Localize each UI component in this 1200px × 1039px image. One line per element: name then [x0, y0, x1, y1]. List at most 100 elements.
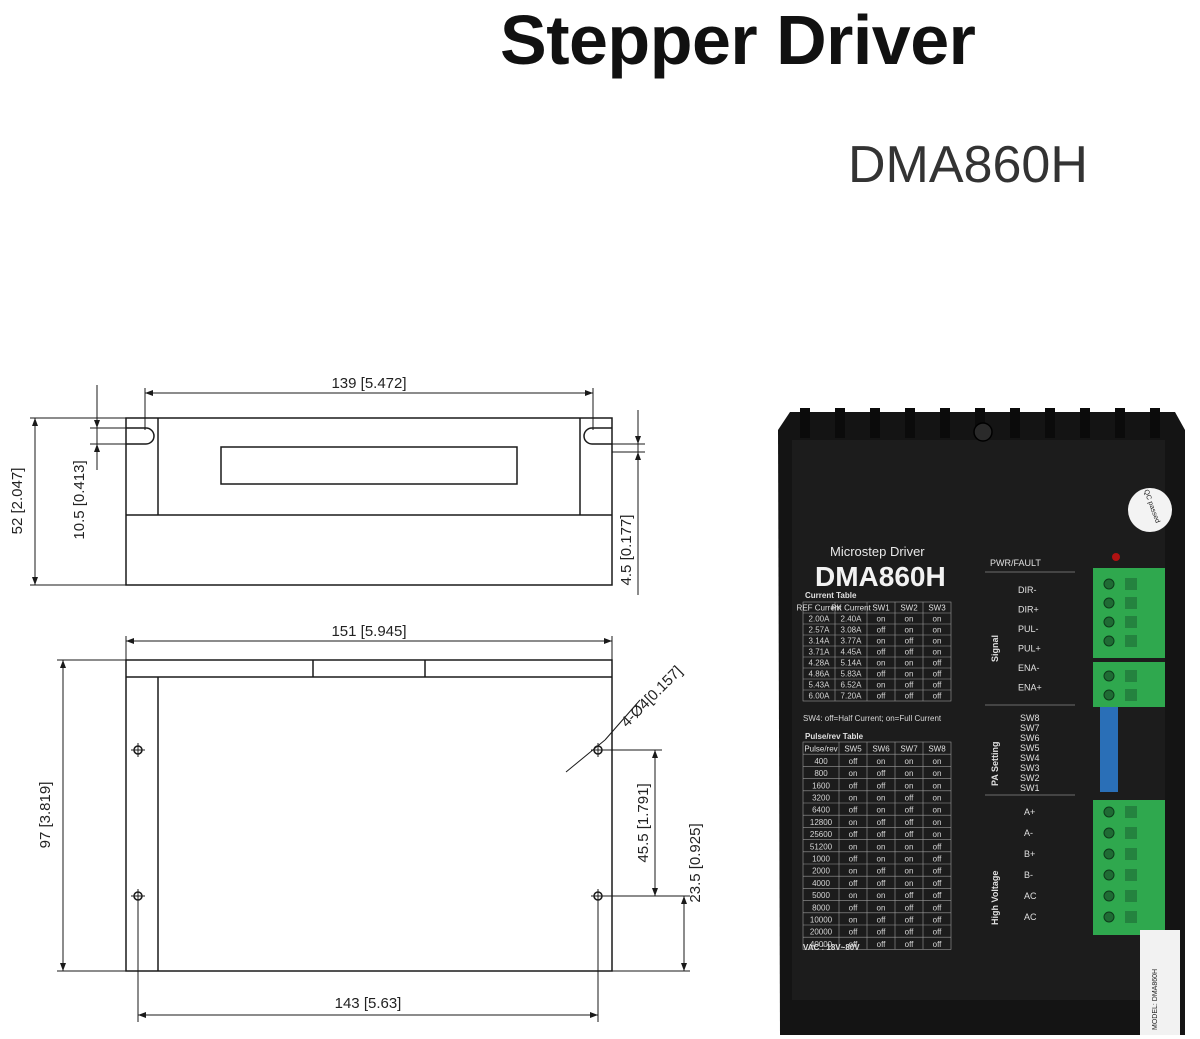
qc-sticker — [1128, 488, 1172, 532]
pulse-table-cell: on — [905, 879, 914, 888]
terminal-screw — [1103, 911, 1115, 923]
pulse-table-cell: 800 — [814, 769, 828, 778]
pulse-table-cell: 400 — [814, 757, 828, 766]
pulse-table-cell: off — [933, 903, 943, 912]
current-table-header: SW2 — [900, 604, 918, 613]
terminal-socket — [1125, 635, 1137, 647]
sw-label: SW2 — [1020, 773, 1040, 783]
high-voltage-label: High Voltage — [990, 871, 1000, 925]
mount-holes — [131, 743, 605, 903]
current-table-cell: off — [905, 681, 915, 690]
pulse-table-cell: on — [849, 769, 858, 778]
hv-pin-label: AC — [1024, 891, 1037, 901]
pulse-table-cell: on — [933, 757, 942, 766]
pulse-table-cell: on — [905, 769, 914, 778]
dim-flange: 4.5 [0.177] — [618, 515, 635, 586]
current-table-cell: 5.83A — [841, 670, 863, 679]
pulse-table-cell: 1000 — [812, 855, 830, 864]
pulse-table-cell: on — [905, 781, 914, 790]
sw-label: SW6 — [1020, 733, 1040, 743]
pulse-table-header: SW8 — [928, 745, 946, 754]
dim-front-height: 97 [3.819] — [37, 782, 54, 849]
sw-label: SW1 — [1020, 783, 1040, 793]
signal-pin-label: DIR+ — [1018, 605, 1039, 615]
pulse-table-cell: on — [877, 903, 886, 912]
current-table-header: PK Current — [831, 604, 871, 613]
dip-switch — [1100, 707, 1118, 792]
pulse-table-cell: on — [849, 891, 858, 900]
hv-pin-label: A- — [1024, 828, 1033, 838]
terminal-screw — [1103, 616, 1115, 628]
terminal-socket — [1125, 869, 1137, 881]
pulse-table-cell: on — [849, 818, 858, 827]
signal-pin-label: ENA- — [1018, 663, 1040, 673]
terminal-socket — [1125, 806, 1137, 818]
pulse-table-cell: 20000 — [810, 928, 833, 937]
pulse-table-cell: off — [905, 794, 915, 803]
terminal-screw — [1103, 806, 1115, 818]
current-table-cell: 3.14A — [809, 637, 831, 646]
terminal-socket — [1125, 578, 1137, 590]
pulse-table-cell: on — [849, 842, 858, 851]
pulse-table-cell: off — [849, 928, 859, 937]
pulse-table-cell: on — [905, 855, 914, 864]
current-table-cell: off — [933, 692, 943, 701]
pulse-table-cell: on — [877, 855, 886, 864]
dim-hole-dia: 4-Ø4[0.157] — [618, 663, 686, 731]
pulse-table-cell: off — [849, 806, 859, 815]
pulse-table-cell: on — [849, 916, 858, 925]
terminal-socket — [1125, 827, 1137, 839]
current-table-cell: 7.20A — [841, 692, 863, 701]
current-table-cell: 4.28A — [809, 659, 831, 668]
top-window — [220, 446, 518, 485]
sw-label: SW5 — [1020, 743, 1040, 753]
pwr-fault-label: PWR/FAULT — [990, 558, 1041, 568]
signal-label: Signal — [990, 635, 1000, 662]
pulse-table-cell: off — [877, 916, 887, 925]
pulse-table-cell: off — [849, 879, 859, 888]
pulse-table-cell: on — [933, 769, 942, 778]
current-table-header: SW3 — [928, 604, 946, 613]
current-table-cell: off — [877, 670, 887, 679]
top-view-drawing: 139 [5.472] 52 [2.047] 10.5 [0.413] 4.5 … — [9, 375, 645, 595]
pulse-table-header: SW7 — [900, 745, 918, 754]
pulse-table-cell: off — [877, 781, 887, 790]
slot-right — [583, 427, 612, 445]
hv-pin-label: B- — [1024, 870, 1033, 880]
current-table-cell: off — [933, 670, 943, 679]
hv-pin-label: A+ — [1024, 807, 1035, 817]
current-table-cell: on — [905, 659, 914, 668]
terminal-socket — [1125, 848, 1137, 860]
front-view-drawing: 151 [5.945] 97 [3.819] 4-Ø4[0.157] 45.5 … — [37, 623, 704, 1022]
pulse-table-cell: off — [905, 818, 915, 827]
page-title: Stepper Driver — [500, 1, 976, 79]
pulse-table-header: SW5 — [844, 745, 862, 754]
model-sticker — [1140, 930, 1180, 1035]
terminal-socket — [1125, 616, 1137, 628]
signal-pin-labels: DIR-DIR+PUL-PUL+ENA-ENA+ — [1018, 585, 1042, 693]
pulse-table-cell: on — [849, 794, 858, 803]
front-view-outline — [125, 659, 613, 972]
slot-left — [126, 427, 155, 445]
current-table-title: Current Table — [805, 591, 857, 600]
terminal-screw — [1103, 635, 1115, 647]
pulse-table-cell: 25600 — [810, 830, 833, 839]
pulse-table-cell: on — [933, 781, 942, 790]
pulse-table-cell: off — [877, 928, 887, 937]
pulse-table-cell: off — [849, 940, 859, 949]
sw-label: SW4 — [1020, 753, 1040, 763]
pulse-table-header: Pulse/rev — [804, 745, 837, 754]
sw-label: SW7 — [1020, 723, 1040, 733]
current-table-cell: 2.40A — [841, 615, 863, 624]
pa-setting-label: PA Setting — [990, 742, 1000, 787]
terminal-socket — [1125, 689, 1137, 701]
pulse-table-cell: off — [933, 928, 943, 937]
top-view-outline — [125, 417, 613, 586]
model-sticker-text: MODEL: DMA860H — [1152, 969, 1159, 1030]
pulse-table-cell: off — [905, 830, 915, 839]
hv-pin-label: B+ — [1024, 849, 1035, 859]
current-table-cell: off — [877, 692, 887, 701]
pulse-table-cell: 6400 — [812, 806, 830, 815]
